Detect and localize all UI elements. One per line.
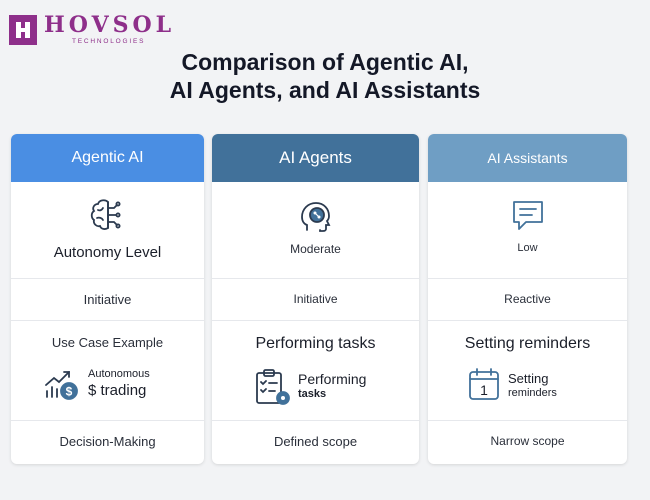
example-line1: Setting [508, 371, 549, 386]
chat-bubble-icon [512, 201, 543, 230]
decision-section: Defined scope [212, 420, 419, 464]
brand-logo: HOVSOL TECHNOLOGIES [8, 10, 171, 50]
autonomy-section: Moderate [212, 182, 419, 278]
autonomy-label: Low [517, 242, 538, 254]
autonomy-label: Moderate [290, 242, 341, 256]
brand-tagline: TECHNOLOGIES [72, 38, 146, 45]
robot-head-icon [300, 202, 330, 232]
initiative-label: Initiative [293, 292, 338, 306]
initiative-label: Initiative [83, 292, 132, 307]
decision-label: Narrow scope [490, 434, 565, 448]
example-line1: Performing [298, 371, 367, 387]
card-header: Agentic AI [11, 134, 204, 182]
svg-text:1: 1 [480, 382, 488, 398]
page-title-line1: Comparison of Agentic AI, [181, 49, 469, 75]
calendar-icon: 1 [469, 368, 499, 400]
page-title-line2: AI Agents, and AI Assistants [169, 77, 481, 103]
example-line1: Autonomous [88, 368, 150, 380]
decision-section: Decision-Making [11, 420, 204, 464]
clipboard-gear-icon [256, 369, 290, 405]
initiative-section: Initiative [212, 278, 419, 321]
example-line2: reminders [508, 387, 557, 399]
decision-label: Decision-Making [59, 434, 156, 449]
brand-name: HOVSOL [44, 12, 176, 38]
decision-section: Narrow scope [428, 420, 627, 464]
use-case-label: Use Case Example [51, 335, 164, 350]
initiative-label: Reactive [504, 292, 551, 306]
use-case-section: Performing tasks Performing tasks [212, 320, 419, 421]
initiative-section: Reactive [428, 278, 627, 321]
card-agentic-ai: Agentic AI Autonomy Level Initiative Use… [11, 134, 204, 464]
svg-text:$: $ [66, 385, 73, 399]
use-case-section: Use Case Example $ Autonomous $ trading [11, 320, 204, 421]
autonomy-label: Autonomy Level [53, 244, 162, 261]
page-title: Comparison of Agentic AI, AI Agents, and… [0, 48, 650, 104]
card-header: AI Agents [212, 134, 419, 182]
decision-label: Defined scope [273, 434, 358, 449]
chart-dollar-icon: $ [45, 371, 78, 400]
use-case-section: Setting reminders 1 Setting reminders [428, 320, 627, 421]
card-ai-assistants: AI Assistants Low Reactive Setting remin… [428, 134, 627, 464]
brain-circuit-icon [90, 199, 120, 230]
example-line2: $ trading [88, 382, 147, 399]
autonomy-section: Low [428, 182, 627, 278]
example-line2: tasks [298, 388, 327, 400]
autonomy-section: Autonomy Level [11, 182, 204, 278]
use-case-label: Performing tasks [255, 335, 376, 352]
initiative-section: Initiative [11, 278, 204, 321]
use-case-label: Setting reminders [464, 335, 591, 352]
card-header: AI Assistants [428, 134, 627, 182]
card-ai-agents: AI Agents Moderate Initiative Performing… [212, 134, 419, 464]
hovsol-logo-icon [9, 15, 37, 45]
